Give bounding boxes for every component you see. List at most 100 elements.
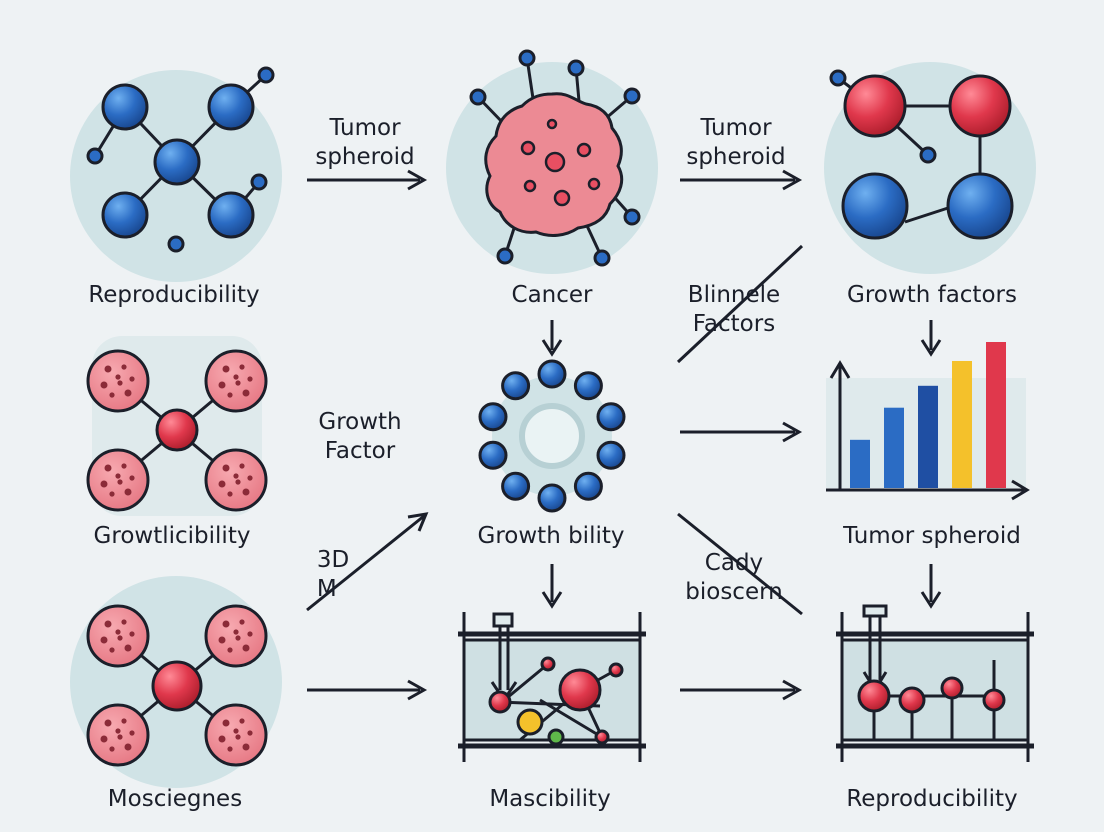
cell-ring-icon [478,359,626,513]
cluster-texture-dot [235,635,241,641]
chart-icon-bar [952,360,972,488]
cluster-texture-dot [104,464,112,472]
ring-bead [573,471,603,501]
arrow-cancer-to-growth-factors [680,169,803,191]
label-mascibility: Mascibility [489,786,611,812]
cluster-texture-dot [239,619,245,625]
ring-bead [573,371,603,401]
cluster-texture-dot [227,392,233,398]
arrow-label-tumor-spheroid-1: Tumor spheroid [315,115,415,170]
cluster-texture-dot [104,719,112,727]
cluster-texture-dot [124,389,132,397]
ring-bead [596,440,626,470]
label-reproducibility-bottom: Reproducibility [846,786,1018,812]
label-cancer: Cancer [511,282,593,308]
arrow-diagonal-up [306,512,429,612]
molecule-network-icon [70,66,282,282]
label-reproducibility-top: Reproducibility [88,282,260,308]
cluster-texture-dot [218,636,226,644]
ring-bead [478,402,508,432]
red-blue-molecule-icon [824,62,1036,274]
ring-bead [537,483,567,513]
cluster-texture-dot [227,491,233,497]
cluster-texture-dot [109,647,115,653]
cluster-texture-dot [115,374,121,380]
chart-icon-bar [986,342,1006,488]
cluster-texture-dot [239,463,245,469]
cluster-texture-dot [239,718,245,724]
cluster-texture-dot [233,629,239,635]
diagonal-line-upper [676,244,804,364]
arrow-growth-factors-down [920,320,942,357]
cluster-texture-dot [242,743,250,751]
chart-icon-bar [850,439,870,488]
cluster-texture-dot [104,365,112,373]
microfluidic-chamber-icon [458,612,646,762]
cluster-texture-dot [115,473,121,479]
label-growth-factors: Growth factors [847,282,1017,308]
chart-icon-bar [918,385,938,488]
cancer-cell-icon [446,49,658,274]
cluster-texture-dot [235,380,241,386]
cell-cluster-icon [86,336,268,516]
cluster-texture-dot [129,475,135,481]
arrow-tumor-spheroid-down [920,564,942,609]
label-growth-bility: Growth bility [477,523,625,549]
cluster-texture-dot [109,491,115,497]
arrow-label-3d: 3D M [316,547,350,602]
cluster-texture-dot [222,365,230,373]
arrow-label-cady-bioscern: Cady bioscern [685,550,783,605]
cluster-texture-dot [117,380,123,386]
cluster-texture-dot [218,480,226,488]
ring-bead [537,359,567,389]
label-mosciegnes: Mosciegnes [107,786,243,812]
cluster-texture-dot [115,728,121,734]
ring-bead [596,402,626,432]
cluster-texture-dot [100,735,108,743]
arrow-label-tumor-spheroid-2: Tumor spheroid [686,115,786,170]
cluster-texture-dot [227,647,233,653]
cluster-texture-dot [242,389,250,397]
cluster-texture-dot [247,631,253,637]
diagonal-line-lower [677,512,803,616]
cluster-texture-dot [129,376,135,382]
assay-chamber-icon [836,604,1034,762]
arrow-label-growth-factor: Growth Factor [318,409,402,464]
cluster-texture-dot [218,735,226,743]
cluster-texture-dot [121,619,127,625]
cluster-texture-dot [124,488,132,496]
arrow-ring-to-chart [680,421,803,443]
cluster-texture-dot [222,464,230,472]
cluster-texture-dot [117,635,123,641]
ring-bead [501,371,531,401]
arrow-growth-bility-down [541,564,563,609]
cluster-texture-dot [109,746,115,752]
cluster-texture-dot [235,479,241,485]
cluster-texture-dot [227,746,233,752]
cluster-texture-dot [121,718,127,724]
arrow-mosciegnes-to-mascibility [307,679,428,701]
arrow-cancer-down [541,320,563,357]
ring-bead [501,471,531,501]
arrow-reproducibility-to-cancer [307,169,428,191]
cell-cluster-halo-icon [70,576,282,788]
cluster-texture-dot [239,364,245,370]
cluster-texture-dot [117,479,123,485]
cluster-texture-dot [222,620,230,628]
bar-chart-icon [826,342,1030,501]
cluster-texture-dot [247,730,253,736]
cluster-texture-dot [242,644,250,652]
cluster-texture-dot [247,376,253,382]
cluster-texture-dot [121,463,127,469]
cluster-texture-dot [117,734,123,740]
label-growtlicibility: Growtlicibility [93,523,251,549]
cluster-texture-dot [104,620,112,628]
chart-icon-bar [884,407,904,488]
arrow-mascibility-to-reproducibility [680,679,803,701]
cluster-texture-dot [109,392,115,398]
cluster-texture-dot [233,473,239,479]
cluster-texture-dot [124,644,132,652]
cluster-texture-dot [121,364,127,370]
